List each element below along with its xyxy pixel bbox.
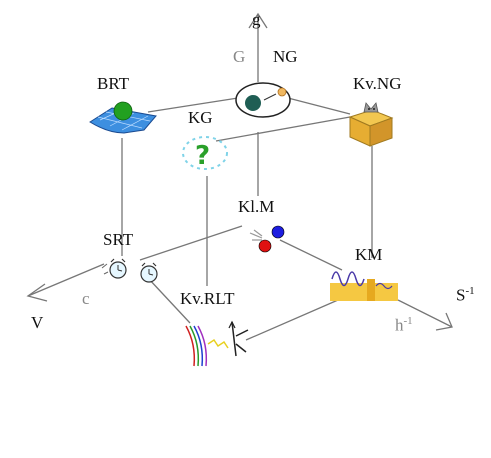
cat-in-box-icon bbox=[348, 102, 394, 147]
s-inverse-axis-label: S-1 bbox=[456, 285, 475, 305]
edge-srt-klm bbox=[139, 225, 243, 261]
c-axis-line bbox=[27, 263, 105, 297]
h-inverse-axis-label: h-1 bbox=[395, 315, 413, 335]
c-axis-label: c bbox=[82, 289, 90, 308]
node-label-kv-rlt: Kv.RLT bbox=[180, 289, 235, 308]
node-label-srt: SRT bbox=[103, 230, 134, 249]
question-mark-icon: ? bbox=[182, 136, 228, 171]
wave-barrier-icon bbox=[330, 271, 398, 301]
edge-brt-ng bbox=[147, 97, 239, 113]
clocks-icon bbox=[101, 258, 158, 283]
g-axis-sublabel: G bbox=[233, 47, 246, 66]
feynman-diagram-icon bbox=[185, 320, 249, 367]
v-axis-label: V bbox=[31, 313, 44, 332]
edge-kvrlt-km bbox=[245, 299, 339, 341]
h-axis-line bbox=[397, 299, 453, 328]
node-label-brt: BRT bbox=[97, 74, 130, 93]
edge-kg-kvng bbox=[215, 116, 351, 142]
curved-spacetime-icon bbox=[89, 101, 157, 134]
g-axis-label: g bbox=[252, 10, 261, 29]
node-label-km: KM bbox=[355, 245, 383, 264]
node-label-kv-ng: Kv.NG bbox=[353, 74, 402, 93]
node-label-kl-m: Kl.M bbox=[238, 197, 275, 216]
c-axis-arrowhead bbox=[26, 283, 48, 302]
edge-srt-kvrlt bbox=[147, 277, 191, 324]
g-axis-arrowhead bbox=[248, 12, 268, 29]
particles-icon bbox=[249, 225, 285, 253]
svg-text:?: ? bbox=[195, 141, 210, 171]
node-label-ng: NG bbox=[273, 47, 298, 66]
edge-klm-km bbox=[279, 239, 343, 271]
h-axis-arrowhead bbox=[435, 312, 453, 331]
orbit-icon bbox=[235, 82, 291, 118]
node-label-kg: KG bbox=[188, 108, 213, 127]
edge-ng-kvng bbox=[287, 97, 351, 115]
